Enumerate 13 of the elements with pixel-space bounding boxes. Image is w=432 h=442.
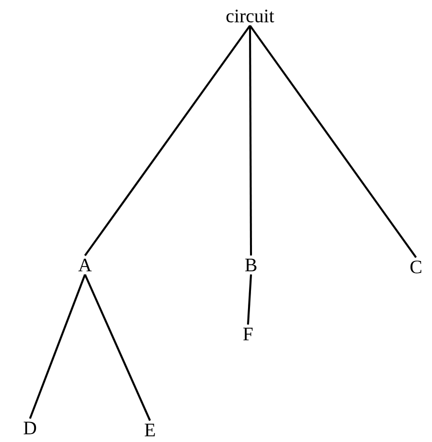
tree-line: [249, 25, 417, 258]
tree-node-label: E: [144, 424, 155, 436]
tree-line: [84, 274, 151, 421]
tree-line: [29, 274, 86, 419]
tree-line: [247, 274, 252, 325]
tree-node-label: F: [243, 328, 253, 340]
tree-node-label: D: [24, 422, 36, 434]
tree-line: [249, 26, 252, 256]
tree-node-label: B: [245, 258, 256, 272]
root-label: circuit: [226, 10, 274, 22]
tree-line: [84, 25, 251, 256]
tree-node-label: C: [410, 260, 422, 274]
tree-node-label: A: [78, 258, 92, 272]
